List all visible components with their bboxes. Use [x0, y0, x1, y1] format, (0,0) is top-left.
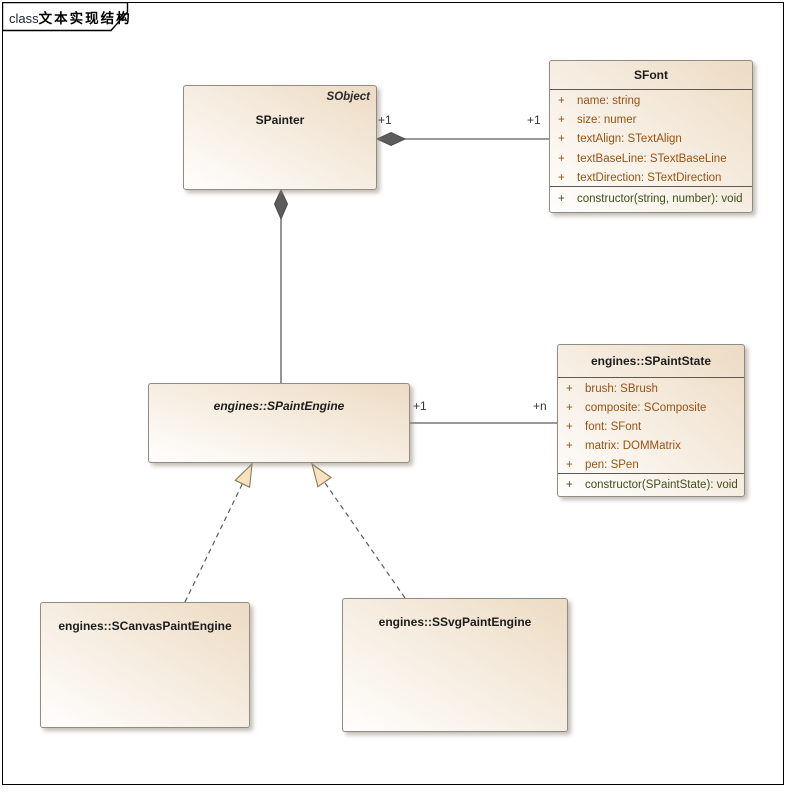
multiplicity-label: +1 [413, 399, 427, 413]
frame-label: class文本实现结构 [9, 7, 130, 27]
class-name-ssvgpaintengine: engines::SSvgPaintEngine [378, 615, 532, 629]
attribute-text: textAlign: STextAlign [577, 133, 682, 146]
class-box-scanvaspaintengine[interactable]: engines::SCanvasPaintEngine [40, 602, 250, 728]
visibility: + [566, 458, 573, 471]
attribute-text: font: SFont [585, 420, 642, 433]
visibility: + [566, 420, 573, 433]
visibility: + [566, 401, 573, 414]
attribute-row: + name: string [550, 91, 752, 110]
attribute-row: + textDirection: STextDirection [550, 169, 752, 188]
attribute-row: + size: numer [550, 110, 752, 129]
attribute-text: composite: SComposite [585, 401, 707, 414]
composition-connector-spainter-spaintengine[interactable] [273, 188, 289, 383]
diagram-frame [2, 2, 784, 785]
attributes-compartment: + name: string + size: numer + textAlign: S… [550, 90, 752, 187]
class-box-ssvgpaintengine[interactable]: engines::SSvgPaintEngine [342, 598, 568, 732]
attribute-row: + textAlign: STextAlign [550, 130, 752, 149]
class-name-scanvaspaintengine: engines::SCanvasPaintEngine [58, 619, 232, 633]
generalization-triangle-icon [311, 462, 333, 488]
attribute-text: size: numer [577, 114, 637, 127]
visibility: + [566, 478, 573, 491]
attribute-text: pen: SPen [585, 458, 639, 471]
attributes-compartment: + brush: SBrush + composite: SComposite + f… [558, 378, 744, 474]
attribute-text: matrix: DOMMatrix [585, 439, 681, 452]
stereotype-label: SObject [326, 91, 370, 103]
attribute-text: textDirection: STextDirection [577, 172, 722, 185]
multiplicity-label: +1 [527, 113, 541, 127]
composition-connector-spainter-sfont[interactable] [375, 131, 549, 147]
visibility: + [558, 133, 565, 146]
attribute-text: name: string [577, 94, 641, 107]
generalization-connector-scanvas-spaintengine[interactable] [184, 462, 253, 603]
frame-tab [2, 2, 129, 32]
composition-diamond-icon [273, 188, 289, 221]
attribute-text: brush: SBrush [585, 382, 658, 395]
attribute-row: + composite: SComposite [558, 398, 744, 417]
visibility: + [566, 439, 573, 452]
multiplicity-label: +1 [378, 113, 392, 127]
visibility: + [558, 152, 565, 165]
attribute-row: + textBaseLine: STextBaseLine [550, 149, 752, 168]
visibility: + [558, 114, 565, 127]
class-name-spaintengine: engines::SPaintEngine [213, 399, 345, 413]
class-box-spaintstate[interactable]: engines::SPaintState +brush: SBrush +com… [557, 344, 745, 497]
generalization-connector-ssvg-spaintengine[interactable] [311, 462, 406, 599]
attribute-row: + font: SFont [558, 417, 744, 436]
operation-text: constructor(SPaintState): void [585, 478, 738, 491]
visibility: + [558, 94, 565, 107]
visibility: + [558, 193, 565, 205]
operation-text: constructor(string, number): void [577, 193, 743, 205]
visibility: + [566, 382, 573, 395]
class-name-spainter: SPainter [255, 113, 305, 127]
frame-label-title: 文本实现结构 [38, 11, 132, 26]
attribute-row: + matrix: DOMMatrix [558, 436, 744, 455]
class-box-spainter[interactable]: SObject SPainter [183, 85, 377, 190]
operations-compartment: + constructor(SPaintState): void [558, 474, 744, 495]
class-box-spaintengine[interactable]: engines::SPaintEngine [148, 383, 410, 463]
attribute-row: + brush: SBrush [558, 379, 744, 398]
attribute-text: textBaseLine: STextBaseLine [577, 152, 727, 165]
class-box-sfont[interactable]: SFont + name: string + size: numer + textAl… [549, 60, 753, 213]
frame-label-prefix: class [9, 11, 39, 26]
visibility: + [558, 172, 565, 185]
composition-diamond-icon [375, 131, 407, 147]
class-name-spaintstate: engines::SPaintState [558, 345, 744, 378]
attribute-row: + pen: SPen [558, 455, 744, 474]
multiplicity-label: +n [533, 399, 547, 413]
class-name-sfont: SFont [550, 61, 752, 90]
generalization-triangle-icon [234, 462, 253, 489]
operations-compartment: + constructor(string, number): void [550, 187, 752, 211]
